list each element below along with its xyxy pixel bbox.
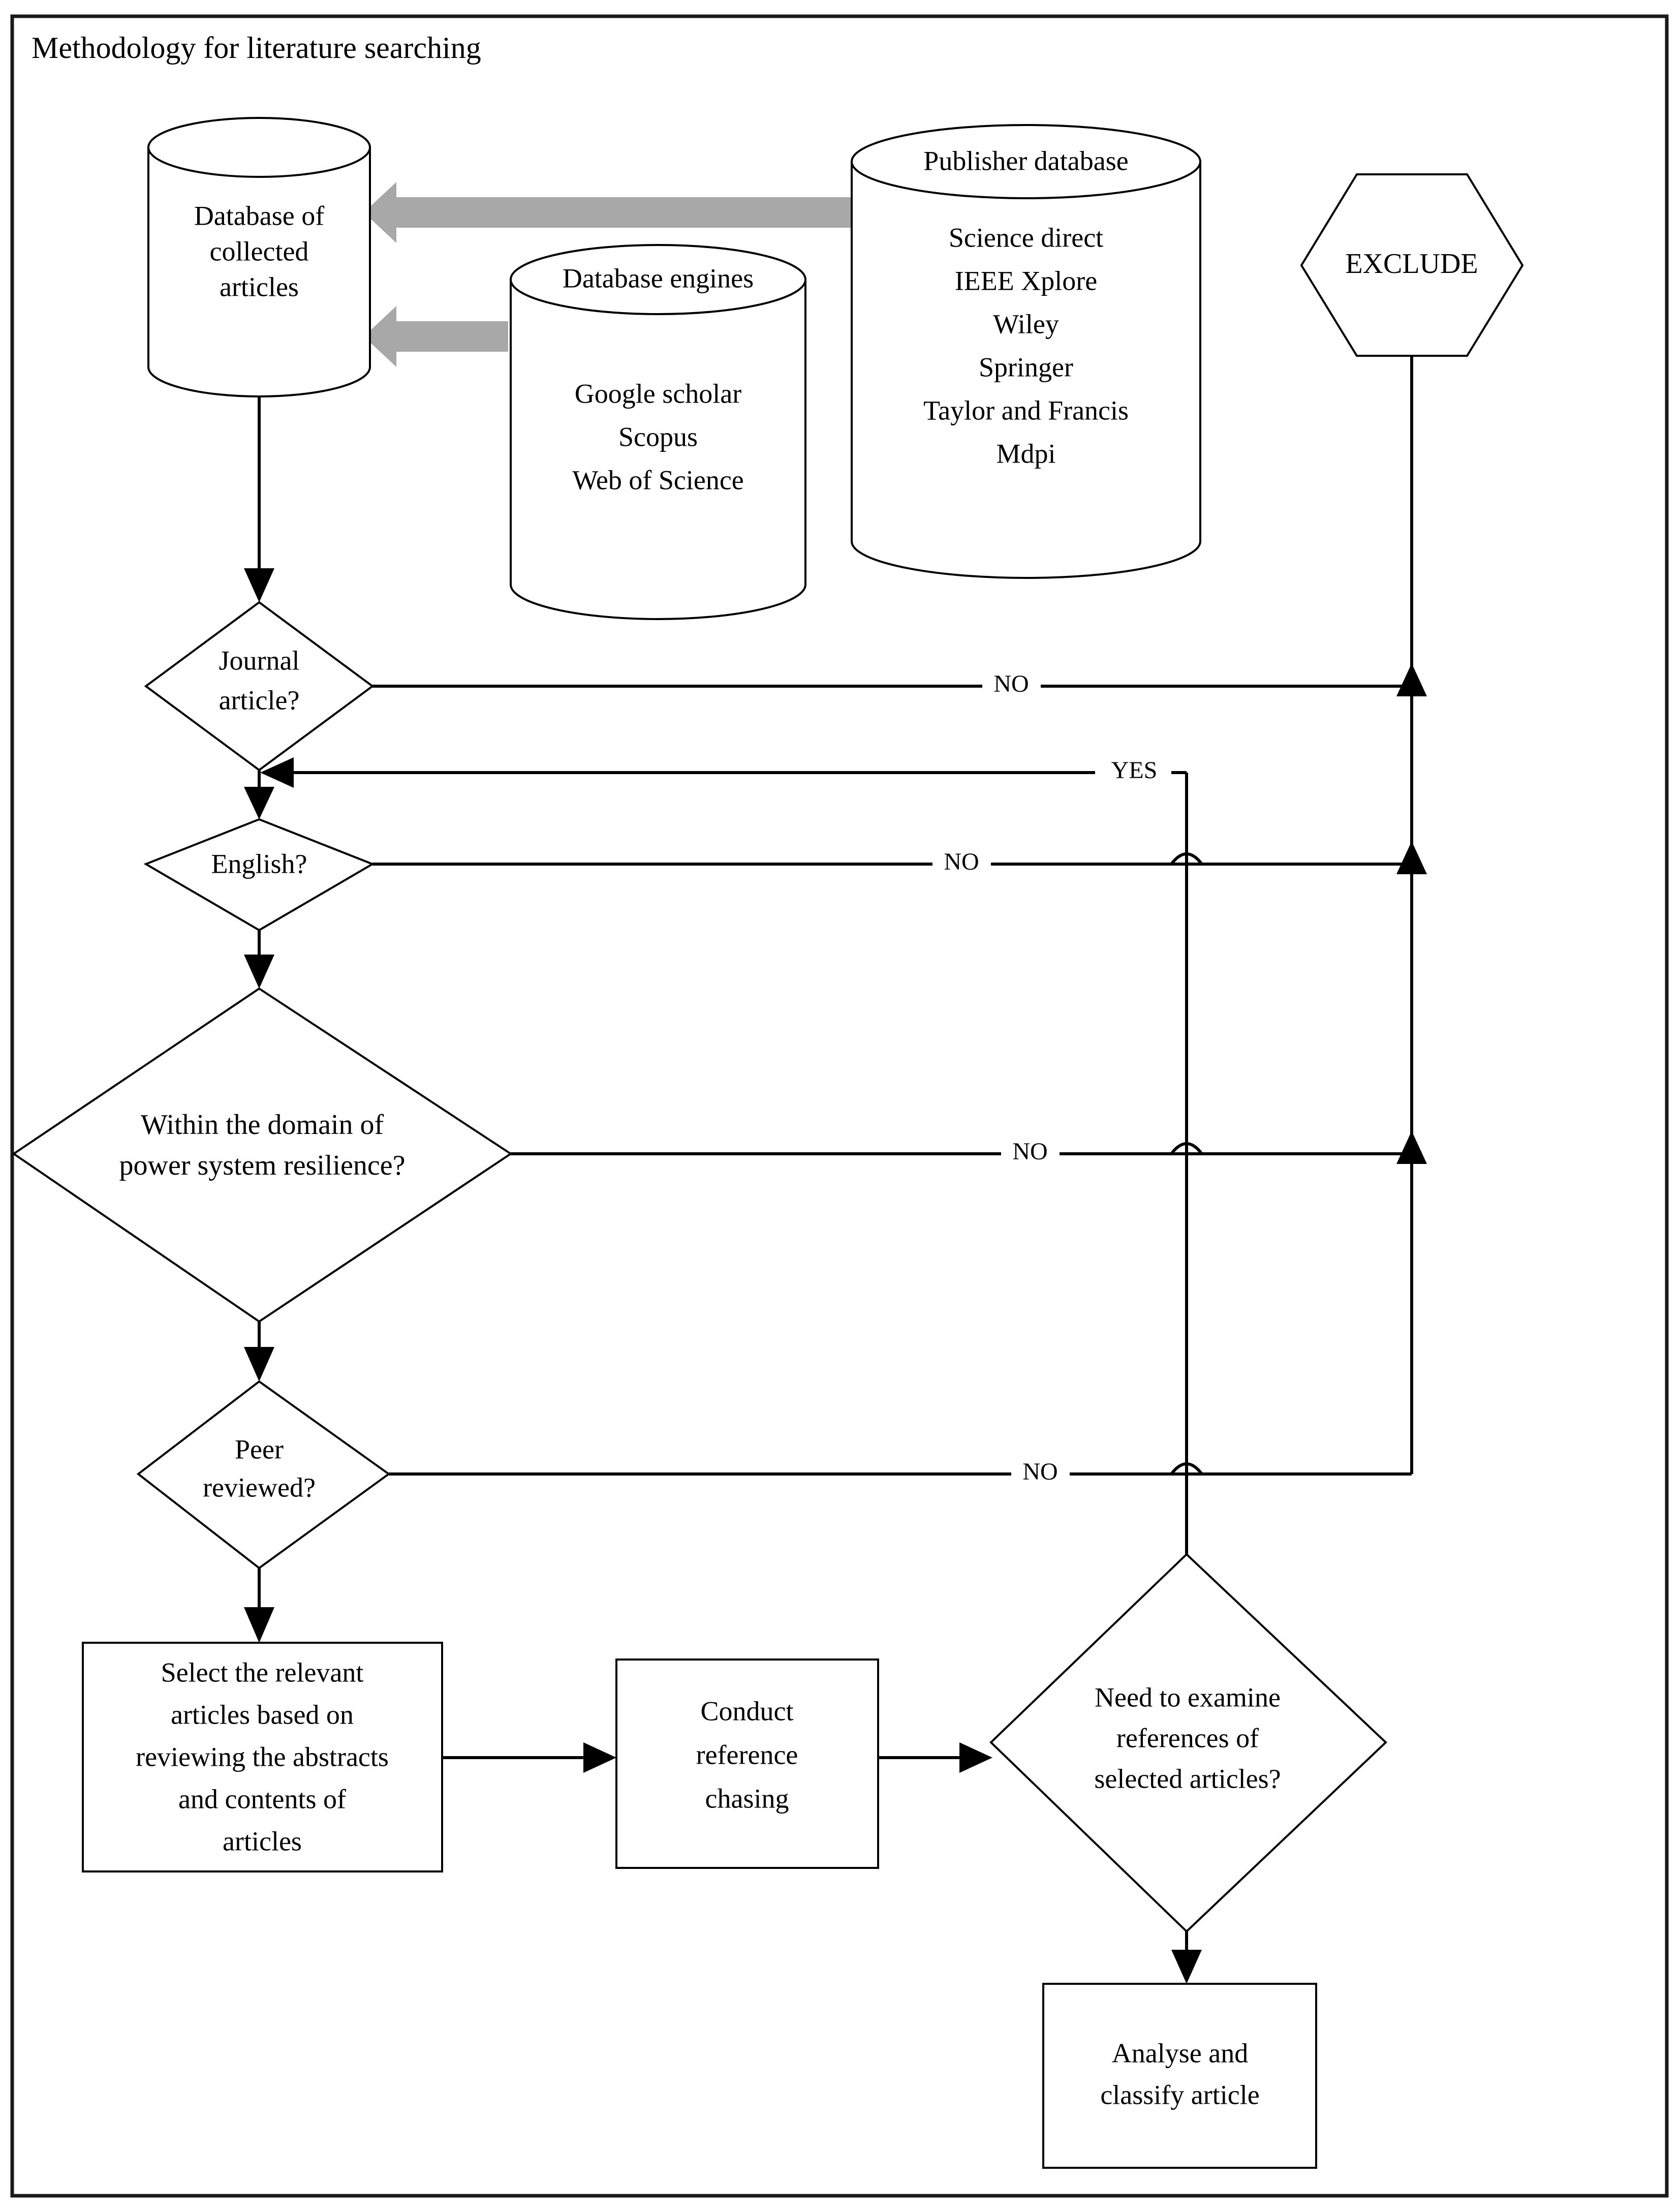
node-item-label: Scopus [618,421,698,452]
edge-label-domain-no: NO [1012,1138,1047,1165]
edge-label-need-examine-yes: YES [1111,757,1158,784]
node-within-domain[interactable]: Within the domain of power system resili… [12,987,513,1323]
edge-select-to-reference-chasing [442,1742,616,1773]
edge-need-examine-to-analyse [1171,1931,1202,1984]
node-item-label: IEEE Xplore [955,265,1097,296]
node-peer-reviewed[interactable]: Peer reviewed? [136,1380,391,1570]
node-label-line: selected articles? [1094,1763,1281,1794]
node-label-line: chasing [705,1783,789,1814]
edge-domain-no-to-exclude: NO [511,1131,1427,1174]
node-exclude[interactable]: EXCLUDE [1300,173,1524,357]
node-label-line: articles [223,1826,302,1856]
node-label-line: Select the relevant [161,1657,364,1687]
edge-label-peer-no: NO [1022,1458,1057,1485]
edge-label-journal-no: NO [993,670,1029,697]
edge-collected-to-journal [244,396,274,602]
node-label-line: collected [210,236,309,266]
node-conduct-reference-chasing[interactable]: Conduct reference chasing [615,1659,879,1869]
edge-journal-no-to-exclude: NO [372,663,1427,707]
edge-need-examine-yes-feedback: YES [260,752,1187,793]
node-label-line: articles [220,271,299,302]
node-label-line: articles based on [171,1699,354,1730]
node-database-engines[interactable]: Database engines Google scholar Scopus W… [510,244,806,620]
node-label-line: Conduct [701,1696,794,1726]
edge-reference-chasing-to-need-examine [878,1742,992,1773]
node-select-relevant-articles[interactable]: Select the relevant articles based on re… [82,1642,443,1872]
node-label-line: Need to examine [1095,1682,1281,1712]
node-label-line: reference [696,1739,798,1770]
edge-domain-down-to-peer [244,1322,274,1381]
node-label-line: Database of [194,200,324,231]
node-item-label: Web of Science [572,465,744,495]
figure-title: Methodology for literature searching [32,31,481,65]
node-label-line: references of [1116,1723,1259,1753]
node-header-label: Publisher database [923,145,1128,176]
edge-english-down-to-domain [244,930,274,989]
gray-arrow-engines-to-collected [364,306,508,367]
node-label-line: Within the domain of [141,1109,384,1141]
node-label-line: article? [219,685,300,715]
node-item-label: Google scholar [575,378,741,409]
gray-arrow-publisher-to-collected [364,182,852,243]
node-header-label: Database engines [563,263,754,293]
figure-border [10,14,1669,2198]
node-label-line: Journal [219,645,300,675]
node-english[interactable]: English? [143,818,375,932]
node-item-label: Springer [979,352,1073,382]
node-need-examine-references[interactable]: Need to examine references of selected a… [989,1553,1387,1933]
node-journal-article[interactable]: Journal article? [144,601,375,772]
node-publisher-database[interactable]: Publisher database Science direct IEEE X… [851,124,1201,579]
node-label-line: reviewing the abstracts [136,1741,389,1772]
edge-label-english-no: NO [944,848,979,875]
edge-peer-no-to-exclude: NO [389,1454,1412,1494]
edge-journal-down-to-english [244,770,274,819]
node-item-label: Science direct [949,222,1103,253]
node-label-exclude: EXCLUDE [1345,248,1478,280]
node-label-line: classify article [1100,2079,1259,2110]
edge-peer-down-to-select [244,1568,274,1643]
node-label-line: Analyse and [1112,2038,1248,2068]
node-database-of-collected-articles[interactable]: Database of collected articles [147,117,371,397]
node-label-line: power system resilience? [119,1150,406,1181]
edge-english-no-to-exclude: NO [372,841,1427,884]
node-item-label: Wiley [993,309,1059,339]
node-label-line: English? [211,848,307,879]
node-label-line: and contents of [178,1784,346,1814]
node-label-line: Peer [235,1434,284,1464]
node-item-label: Taylor and Francis [923,395,1129,425]
node-item-label: Mdpi [996,438,1055,469]
node-analyse-classify-article[interactable]: Analyse and classify article [1042,1983,1317,2169]
node-label-line: reviewed? [203,1472,316,1502]
